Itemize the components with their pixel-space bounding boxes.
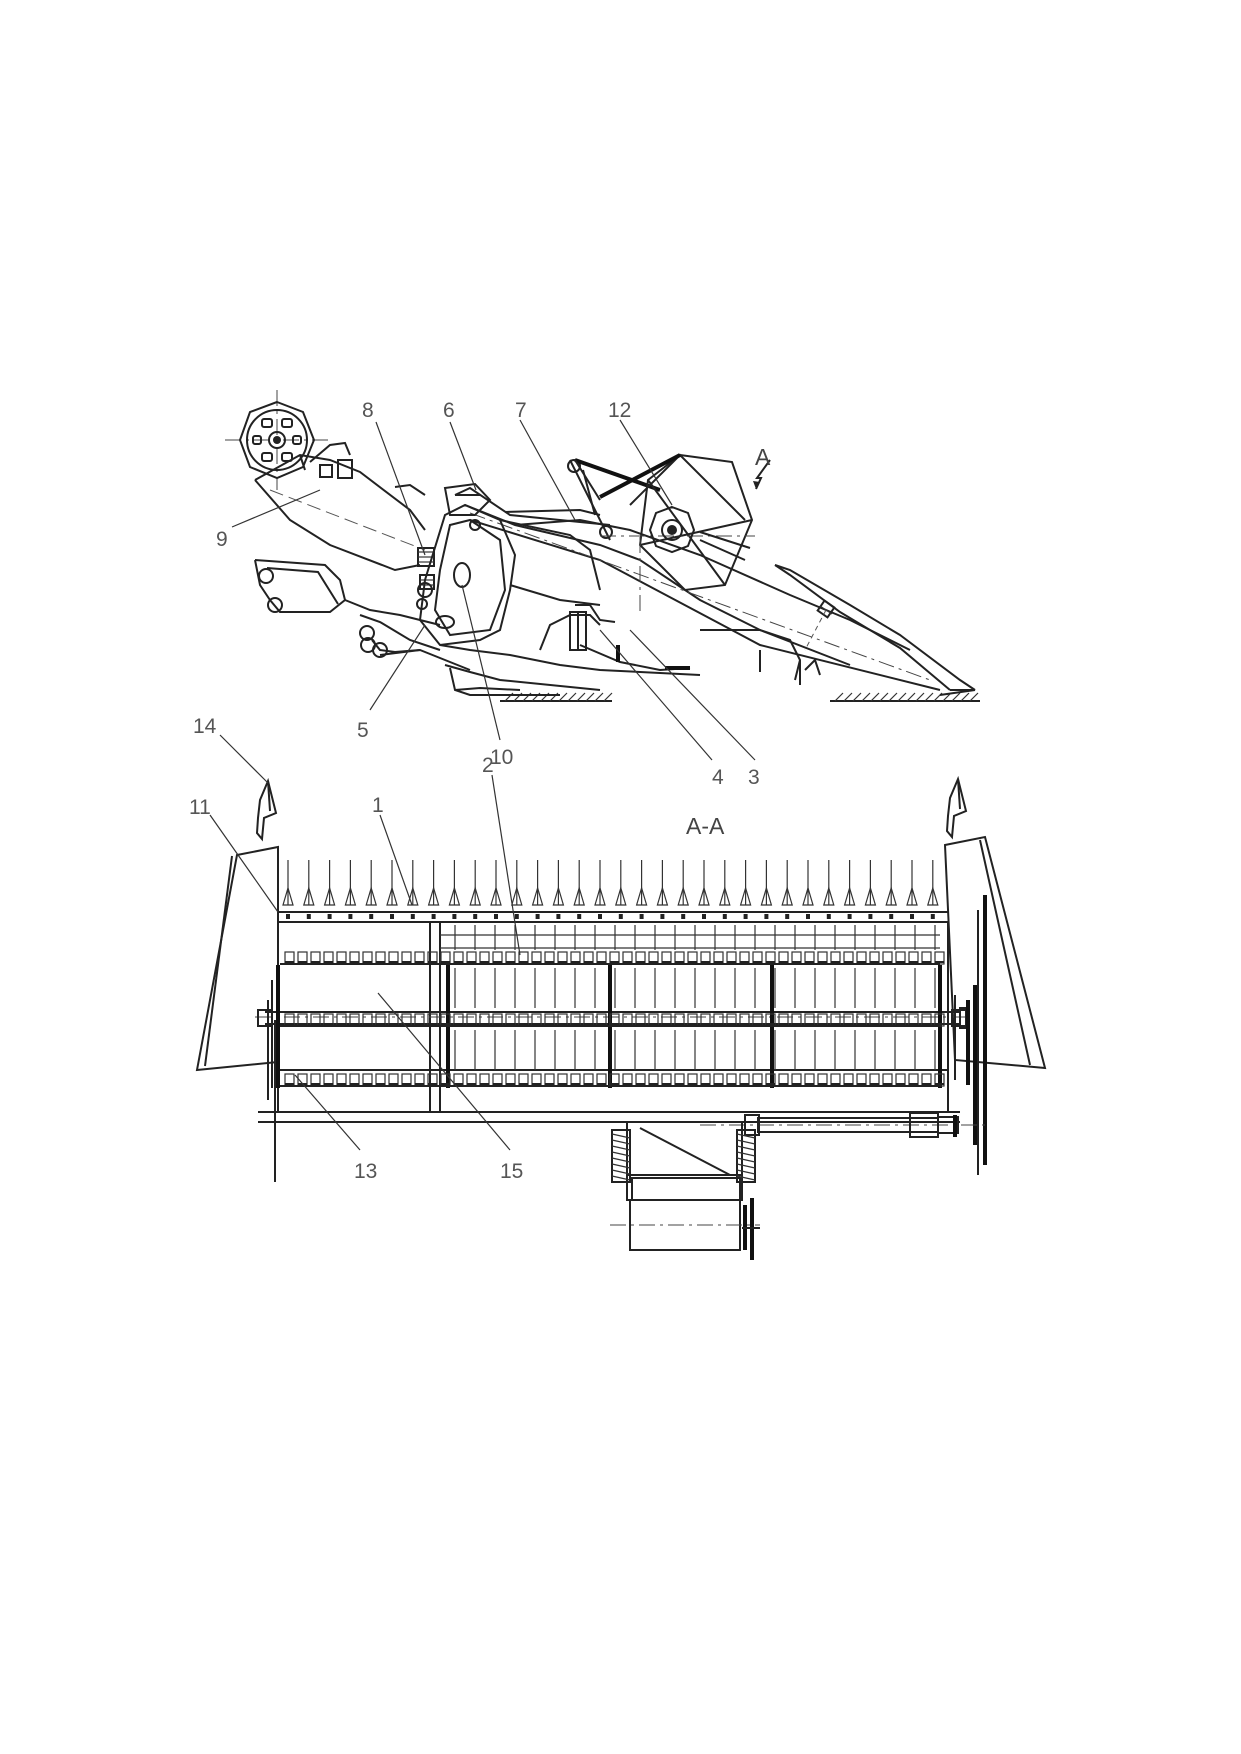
part-label-4: 4	[712, 766, 724, 789]
part-label-1: 1	[372, 794, 384, 817]
view-arrow: A	[753, 444, 771, 490]
part-label-11: 11	[189, 796, 211, 819]
feeder-housing	[254, 441, 426, 572]
lift-frame	[254, 559, 471, 671]
part-label-5: 5	[357, 719, 369, 742]
side-gearbox	[610, 1121, 760, 1260]
knife-fingers	[282, 860, 939, 919]
part-label-15: 15	[500, 1160, 523, 1183]
leader-lines-side	[231, 419, 756, 761]
lower-body-skid	[439, 604, 821, 696]
part-label-7: 7	[515, 399, 527, 422]
conveyor-slats	[440, 925, 940, 1070]
part-label-3: 3	[748, 766, 760, 789]
part-label-12: 12	[608, 399, 631, 422]
part-label-13: 13	[354, 1160, 377, 1183]
part-label-2: 2	[482, 754, 494, 777]
upper-frame	[454, 458, 661, 541]
front-divider	[774, 564, 976, 696]
drive-sprockets	[966, 895, 987, 1175]
front-reel	[599, 453, 755, 615]
cutter-bar	[278, 860, 948, 923]
ground-line-right	[830, 692, 980, 702]
drive-shaft	[700, 1112, 985, 1138]
rear-reel-wheel	[225, 390, 330, 490]
part-label-6: 6	[443, 399, 455, 422]
part-label-14: 14	[193, 715, 217, 738]
part-label-10: 10	[490, 746, 513, 769]
side-view: A 8 6 7 12 9 5 10 4 3	[216, 390, 980, 789]
view-arrow-label: A	[755, 444, 771, 470]
part-label-9: 9	[216, 528, 228, 551]
leader-lines-plan	[209, 734, 521, 1151]
side-divider-right	[943, 775, 1047, 1070]
part-label-8: 8	[362, 399, 374, 422]
plan-view: A-A	[189, 715, 1047, 1260]
conveyor-chains	[280, 951, 945, 1087]
section-title: A-A	[686, 813, 725, 839]
ground-line-left	[500, 692, 613, 702]
gearbox-housing	[418, 482, 601, 647]
